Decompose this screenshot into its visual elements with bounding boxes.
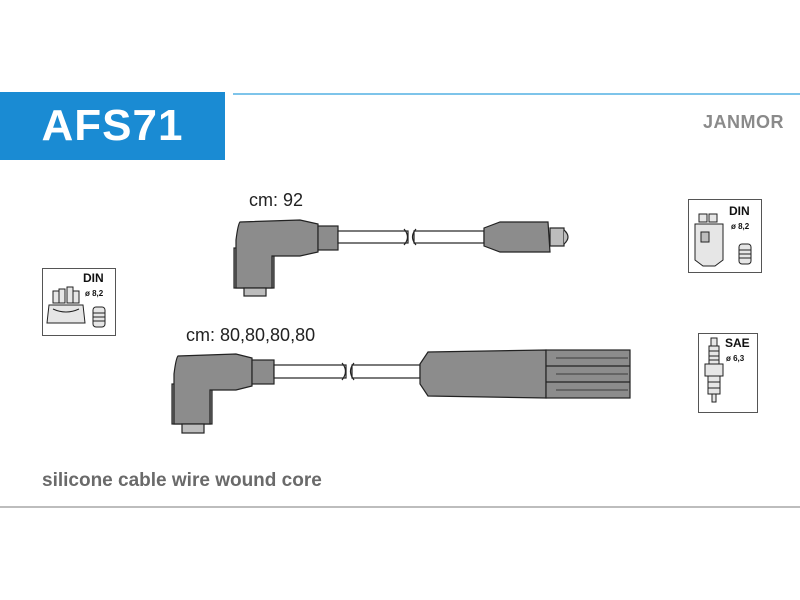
distributor-standard: DIN — [83, 271, 104, 285]
distributor-cap-icon — [46, 286, 106, 328]
top-wire-break-right — [411, 228, 417, 246]
bottom-wire-right — [351, 364, 421, 379]
top-angle-boot — [235, 219, 319, 289]
top-wire-break-left — [403, 228, 409, 246]
coil-connector-box: DIN ø 8,2 — [688, 199, 762, 273]
distributor-diameter: ø 8,2 — [85, 289, 104, 298]
bottom-cable — [171, 349, 631, 434]
bottom-terminal — [181, 423, 205, 434]
top-end-terminal — [549, 227, 565, 247]
header-divider — [233, 93, 800, 95]
top-terminal — [243, 287, 267, 297]
coil-diameter: ø 8,2 — [731, 222, 750, 231]
spark-plug-icon — [704, 337, 724, 403]
spark-plug-standard: SAE — [725, 336, 750, 350]
top-straight-boot — [483, 221, 551, 253]
bottom-cable-length: cm: 80,80,80,80 — [186, 325, 316, 345]
cable-description: silicone cable wire wound core — [42, 470, 322, 491]
top-wire-left — [337, 230, 409, 244]
spark-plug-diameter: ø 6,3 — [726, 354, 745, 363]
part-code-banner: AFS71 — [0, 92, 225, 160]
top-wire-right — [413, 230, 485, 244]
bottom-wire-left — [273, 364, 347, 379]
part-code: AFS71 — [41, 101, 184, 150]
top-cable-length: cm: 92 — [249, 190, 304, 210]
bottom-boot-collar — [251, 359, 275, 385]
distributor-connector-box: DIN ø 8,2 — [42, 268, 116, 336]
bottom-long-boot — [419, 349, 547, 399]
top-boot-collar — [317, 225, 339, 251]
spark-plug-connector-box: SAE ø 6,3 — [698, 333, 758, 413]
footer-divider — [0, 506, 800, 508]
brand-name: JANMOR — [702, 112, 784, 132]
coil-standard: DIN — [729, 204, 750, 218]
bottom-angle-boot — [173, 353, 253, 425]
top-cable — [233, 219, 569, 297]
ignition-coil-icon — [694, 213, 752, 267]
